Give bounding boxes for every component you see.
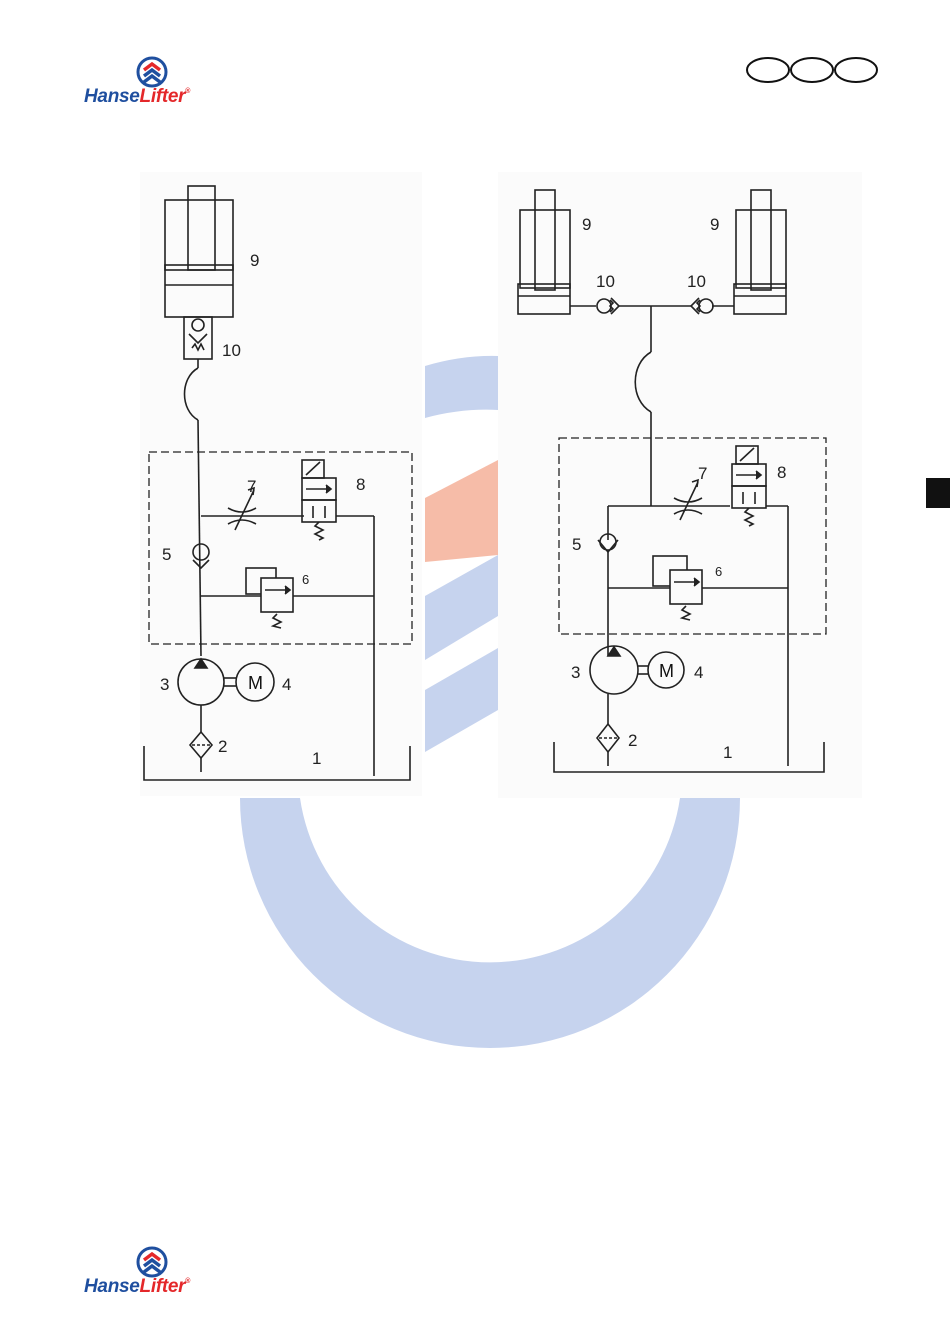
label-relief-valve: 6 xyxy=(302,572,309,587)
hydraulic-diagram-twin-cylinder: 9 9 10 10 7 8 5 6 3 M 4 2 1 xyxy=(498,172,862,798)
label-throttle: 7 xyxy=(247,477,256,496)
cylinder-rod xyxy=(188,186,215,270)
motor-symbol: M xyxy=(248,673,263,693)
page-tab-marker xyxy=(926,478,950,508)
motor-symbol: M xyxy=(659,661,674,681)
pipe-burst-valve xyxy=(184,317,212,359)
label-solenoid-valve: 8 xyxy=(777,463,786,482)
label-cylinder-left: 9 xyxy=(582,215,591,234)
label-solenoid-valve: 8 xyxy=(356,475,365,494)
hose xyxy=(635,352,651,412)
tank xyxy=(554,742,824,772)
label-motor: 4 xyxy=(282,675,291,694)
cylinder-left-rod xyxy=(535,190,555,290)
brand-name: HanseLifter® xyxy=(84,86,190,108)
label-cylinder-right: 9 xyxy=(710,215,719,234)
label-cylinder: 9 xyxy=(250,251,259,270)
label-relief-valve: 6 xyxy=(715,564,722,579)
language-flag-ovals xyxy=(746,56,882,88)
label-pipe-burst-valve-left: 10 xyxy=(596,272,615,291)
valve-block-outline xyxy=(149,452,412,644)
tank xyxy=(144,746,410,780)
cylinder-left-body xyxy=(520,210,570,288)
label-pipe-burst-valve-right: 10 xyxy=(687,272,706,291)
label-tank: 1 xyxy=(723,743,732,762)
label-motor: 4 xyxy=(694,663,703,682)
label-check-valve: 5 xyxy=(162,545,171,564)
cylinder-body-lower xyxy=(165,265,233,317)
relief-valve xyxy=(261,578,293,612)
label-throttle: 7 xyxy=(698,464,707,483)
cylinder-right-body xyxy=(736,210,786,288)
label-filter: 2 xyxy=(628,731,637,750)
check-valve xyxy=(193,544,209,560)
hydraulic-diagram-single-cylinder: 9 10 7 8 5 6 3 M 4 2 1 xyxy=(140,172,422,796)
hose xyxy=(185,368,199,420)
label-check-valve: 5 xyxy=(572,535,581,554)
hanselifter-chevron-icon xyxy=(136,1246,168,1278)
cylinder-body-upper xyxy=(165,200,233,270)
label-pump: 3 xyxy=(160,675,169,694)
cylinder-right-rod xyxy=(751,190,771,290)
label-filter: 2 xyxy=(218,737,227,756)
hanselifter-chevron-icon xyxy=(136,56,168,88)
hanselifter-logo-bottom: HanseLifter® xyxy=(84,1246,244,1306)
label-tank: 1 xyxy=(312,749,321,768)
label-pipe-burst-valve: 10 xyxy=(222,341,241,360)
relief-valve xyxy=(670,570,702,604)
label-pump: 3 xyxy=(571,663,580,682)
hanselifter-logo-top: HanseLifter® xyxy=(84,56,244,116)
brand-name: HanseLifter® xyxy=(84,1276,190,1298)
